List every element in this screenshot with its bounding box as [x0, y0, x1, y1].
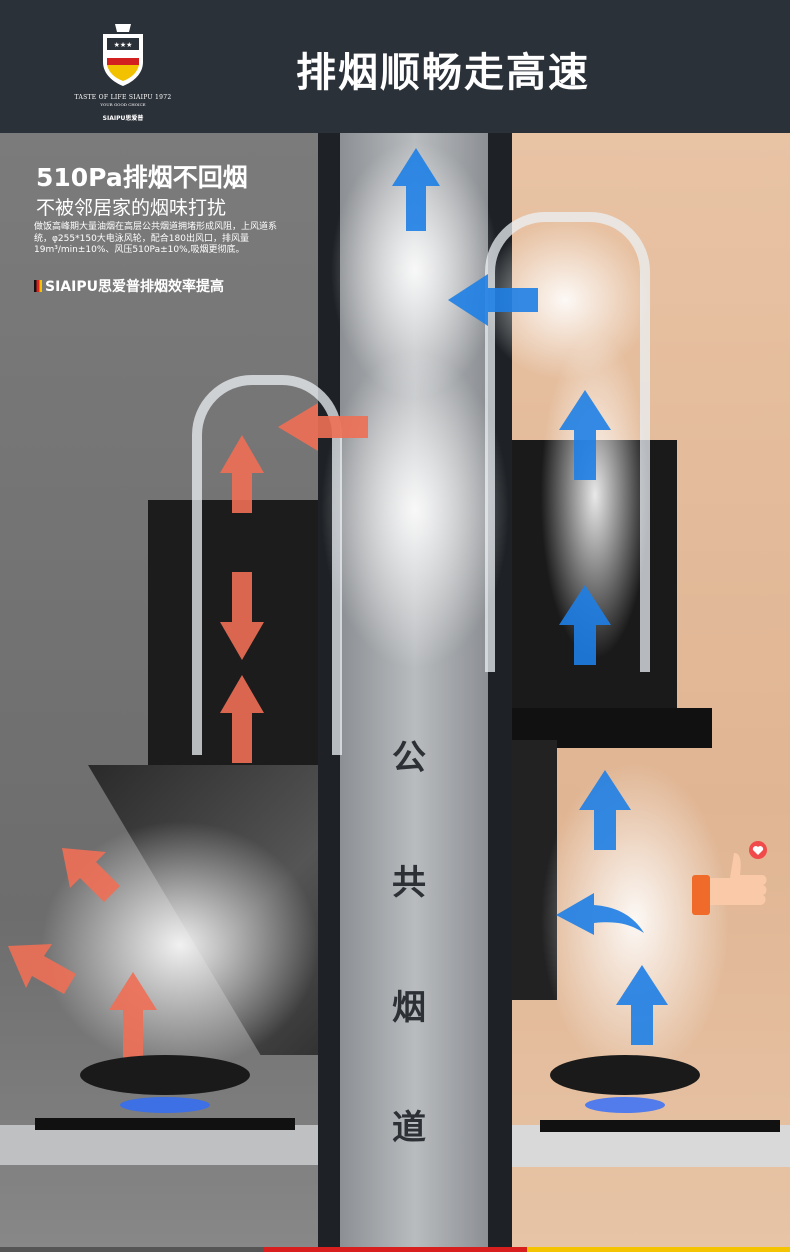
arrow-up-icon [220, 675, 264, 763]
smoke-cloud [320, 350, 510, 670]
brand-slogan: SIAIPU思爱普排烟效率提高 [34, 276, 224, 296]
description: 做饭高峰期大量油烟在高层公共烟道拥堵形成风阻，上风道系统，φ255*150大电泳… [34, 222, 278, 255]
logo-brand: SIAIPU思爱普 [102, 115, 144, 122]
arrow-up-icon [220, 435, 264, 513]
arrow-curve-left-icon [556, 893, 644, 935]
arrow-up-icon [579, 770, 631, 850]
arrow-left-icon [278, 403, 368, 451]
arrow-up-icon [616, 965, 668, 1045]
headline: 510Pa排烟不回烟 [36, 163, 248, 192]
logo-tagline: TASTE OF LIFE SIAIPU 1972 [74, 94, 172, 101]
arrow-up-icon [392, 148, 440, 231]
arrow-up-icon [559, 390, 611, 480]
flag-bar-red [263, 1247, 527, 1252]
duct-label-char: 共 [392, 863, 426, 903]
arrow-left-icon [448, 274, 538, 326]
thumbs-up-icon [692, 841, 767, 915]
header: ★★★ TASTE OF LIFE SIAIPU 1972 YOUR GOOD … [0, 0, 790, 133]
arrow-up-icon [559, 585, 611, 665]
duct-label-char: 烟 [392, 988, 426, 1028]
duct-label-char: 公 [392, 738, 426, 778]
flag-bar-gray [0, 1247, 263, 1252]
duct-label-char: 道 [392, 1108, 426, 1148]
svg-text:★★★: ★★★ [114, 41, 133, 49]
page-title: 排烟顺畅走高速 [296, 50, 590, 96]
subheadline: 不被邻居家的烟味打扰 [36, 197, 227, 219]
logo-subtagline: YOUR GOOD CHOICE [100, 102, 146, 107]
arrow-up-left-icon [8, 944, 76, 994]
arrow-down-icon [220, 572, 264, 660]
brand-logo: ★★★ TASTE OF LIFE SIAIPU 1972 YOUR GOOD … [38, 12, 208, 124]
arrow-up-icon [109, 972, 157, 1058]
flag-bar-yellow [527, 1247, 790, 1252]
crest-icon: ★★★ [103, 24, 143, 86]
arrow-up-left-icon [62, 848, 120, 902]
